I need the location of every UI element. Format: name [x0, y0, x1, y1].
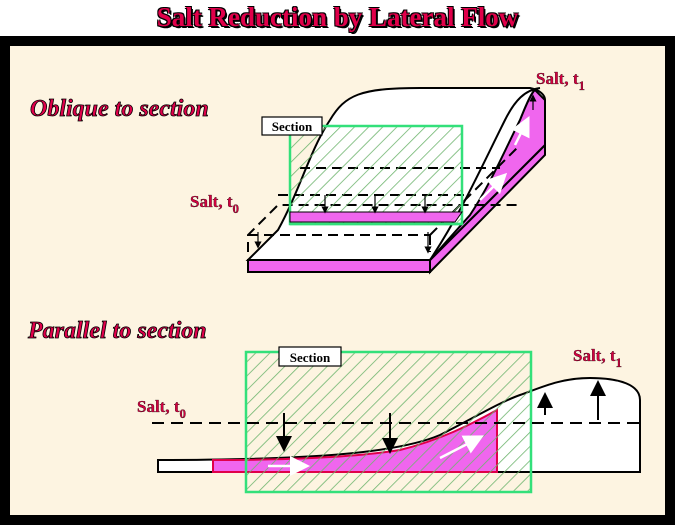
bottom-section-label: Section	[290, 350, 331, 365]
salt-base-layer	[247, 259, 431, 273]
diagram-canvas: Oblique to section	[0, 36, 675, 525]
page-title: Salt Reduction by Lateral Flow	[156, 2, 519, 32]
bottom-heading: Parallel to section	[27, 318, 207, 344]
bottom-lateral-arrows	[268, 395, 589, 476]
bottom-salt-t1-label: Salt, t1	[573, 346, 622, 370]
top-section-plane	[288, 124, 464, 226]
bottom-section-label-box	[278, 346, 342, 367]
top-lateral-arrows	[479, 116, 530, 201]
bottom-panel: Parallel to section Section Salt, t0	[27, 318, 642, 494]
top-section-label: Section	[272, 119, 313, 134]
bottom-flow-arrows	[276, 380, 606, 454]
top-flow-arrows	[254, 94, 537, 254]
top-salt-t0-label: Salt, t0	[190, 192, 239, 216]
bottom-salt-t0-label: Salt, t0	[137, 397, 186, 421]
top-section-label-box	[261, 116, 323, 136]
top-panel: Oblique to section	[30, 69, 585, 275]
top-salt-t1-label: Salt, t1	[536, 69, 585, 93]
salt-front-curve	[429, 87, 541, 261]
top-heading: Oblique to section	[30, 96, 209, 122]
top-section-salt	[289, 211, 463, 223]
